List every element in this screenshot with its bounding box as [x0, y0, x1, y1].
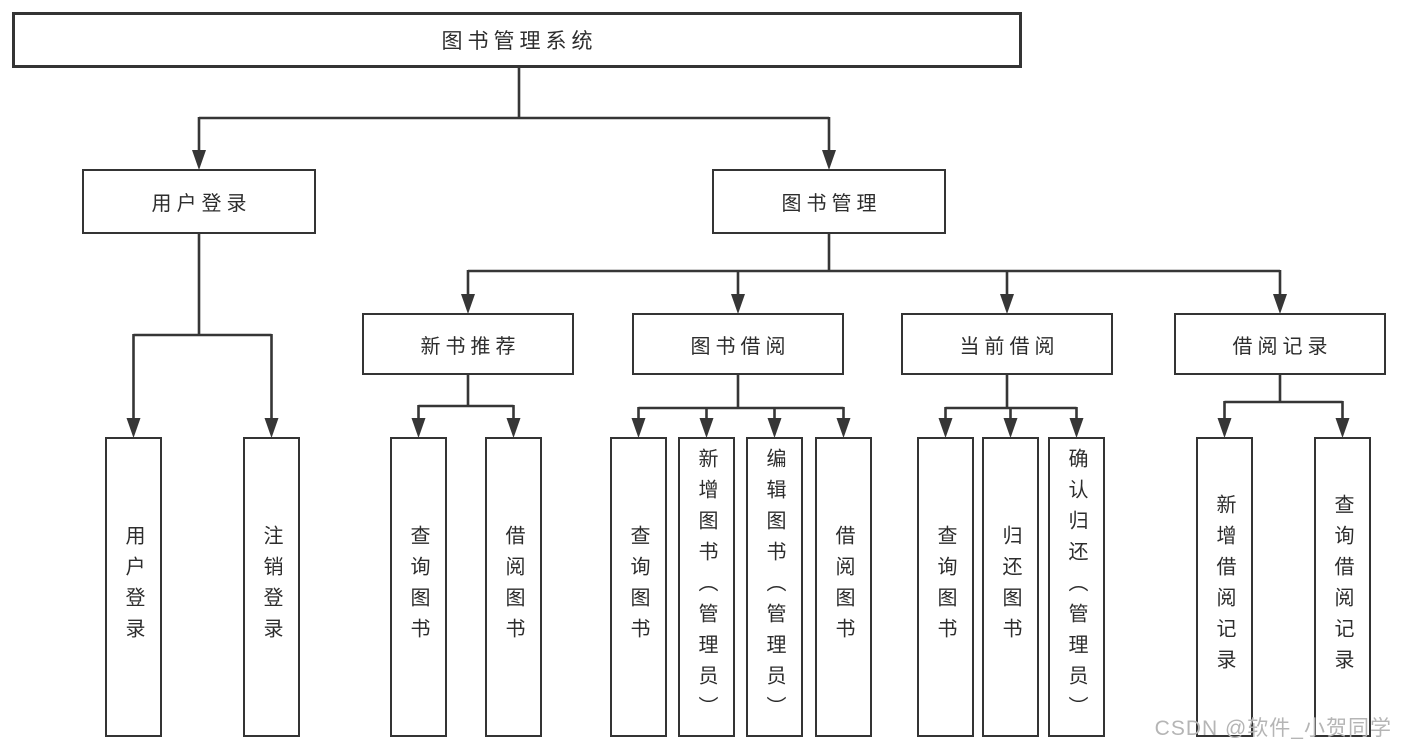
connector-new-book	[417, 374, 515, 420]
connector-user-login	[132, 233, 273, 420]
arrowhead-user-login	[192, 150, 206, 170]
leaf-cb-query-books: 查询图书	[917, 437, 974, 737]
node-root-system: 图书管理系统	[12, 12, 1022, 68]
arrowhead-cb-query	[938, 418, 953, 438]
arrowhead-leaf-user-login	[126, 418, 141, 438]
connector-current-borrow	[944, 374, 1078, 420]
node-borrow-records: 借阅记录	[1174, 313, 1386, 375]
connector-root	[197, 66, 831, 154]
arrowhead-new-book	[461, 294, 475, 314]
arrowhead-nb-query	[411, 418, 426, 438]
arrowhead-leaf-logout	[264, 418, 279, 438]
node-current-borrow: 当前借阅	[901, 313, 1113, 375]
arrowhead-br-add	[1217, 418, 1232, 438]
arrowhead-bb-add	[699, 418, 714, 438]
leaf-nb-borrow-books: 借阅图书	[485, 437, 542, 737]
node-book-borrow: 图书借阅	[632, 313, 844, 375]
arrowhead-current-borrow	[1000, 294, 1014, 314]
node-user-login: 用户登录	[82, 169, 316, 234]
leaf-cb-return-book: 归还图书	[982, 437, 1039, 737]
arrowhead-bb-borrow	[836, 418, 851, 438]
arrowhead-bb-edit	[767, 418, 782, 438]
node-book-management: 图书管理	[712, 169, 946, 234]
arrowhead-bb-query	[631, 418, 646, 438]
leaf-user-login: 用户登录	[105, 437, 162, 737]
arrowhead-br-query	[1335, 418, 1350, 438]
leaf-nb-query-books: 查询图书	[390, 437, 447, 737]
leaf-br-add-record: 新增借阅记录	[1196, 437, 1253, 737]
arrowhead-cb-confirm	[1069, 418, 1084, 438]
connector-book-management	[466, 232, 1282, 296]
leaf-cb-confirm-return-admin: 确认归还（管理员）	[1048, 437, 1105, 737]
leaf-bb-query-books: 查询图书	[610, 437, 667, 737]
connector-borrow-records	[1223, 375, 1344, 420]
connector-book-borrow	[637, 374, 845, 420]
arrowhead-book-management	[822, 150, 836, 170]
leaf-bb-add-book-admin: 新增图书（管理员）	[678, 437, 735, 737]
leaf-bb-edit-book-admin: 编辑图书（管理员）	[746, 437, 803, 737]
leaf-logout: 注销登录	[243, 437, 300, 737]
leaf-br-query-record: 查询借阅记录	[1314, 437, 1371, 737]
node-new-book-recommend: 新书推荐	[362, 313, 574, 375]
leaf-bb-borrow-books: 借阅图书	[815, 437, 872, 737]
arrowhead-book-borrow	[731, 294, 745, 314]
arrowhead-nb-borrow	[506, 418, 521, 438]
arrowhead-cb-return	[1003, 418, 1018, 438]
csdn-watermark: CSDN @软件_小贺同学	[1154, 717, 1392, 740]
arrowhead-borrow-records	[1273, 294, 1287, 314]
